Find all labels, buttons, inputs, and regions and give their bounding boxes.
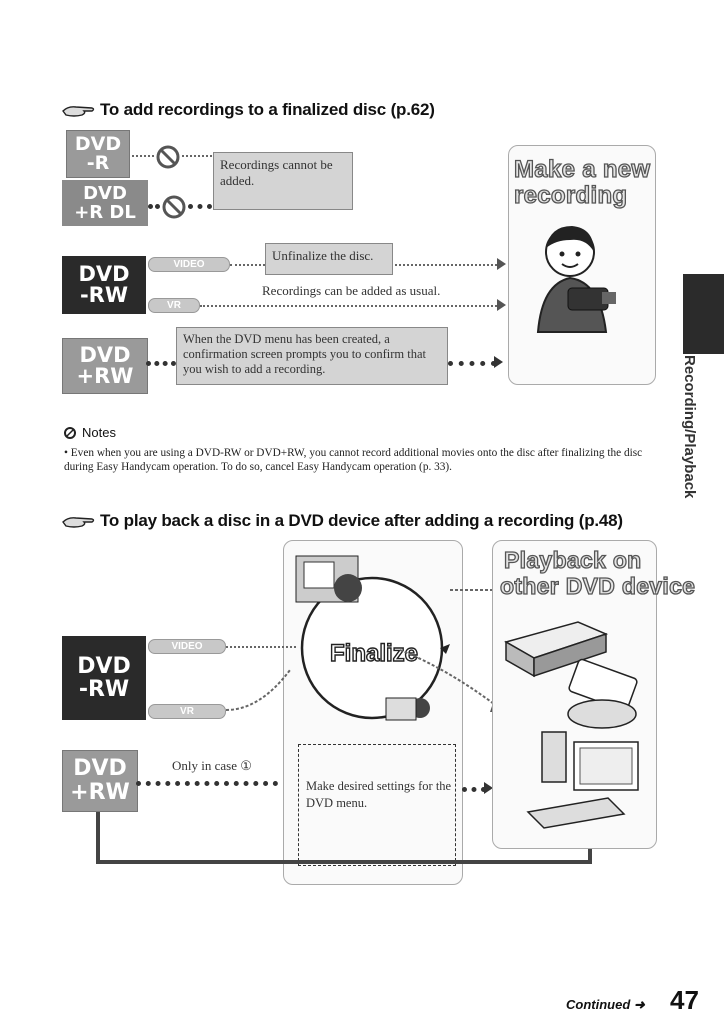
dvd-r-dl-badge: DVD+R DL	[62, 180, 148, 226]
dvd-plus-rw-badge: DVD+RW	[62, 338, 148, 394]
connector-line	[146, 361, 176, 366]
video-mode-pill: VIDEO	[148, 257, 230, 272]
connector-line	[136, 781, 278, 786]
connector-line	[132, 155, 154, 157]
notes-text: • Even when you are using a DVD-RW or DV…	[64, 447, 643, 473]
finalize-disc-illustration	[295, 555, 450, 721]
section-heading-text: To play back a disc in a DVD device afte…	[100, 511, 623, 530]
continued-text: Continued	[566, 997, 631, 1012]
panel-title-line2: other DVD device	[499, 573, 696, 599]
arrow-right-icon	[494, 356, 503, 368]
connector-line	[182, 155, 212, 157]
vr-mode-pill: VR	[148, 298, 200, 313]
arrow-right-icon	[497, 299, 506, 311]
prohibited-icon	[162, 195, 186, 219]
continued-arrow-icon: ➜	[633, 997, 645, 1012]
connector-line	[230, 264, 265, 266]
unfinalize-box: Unfinalize the disc.	[265, 243, 393, 275]
side-tab-label: Recording/Playback	[681, 355, 698, 499]
panel-title-line1: Playback on	[503, 547, 642, 573]
connector-line	[462, 787, 486, 792]
prohibited-icon	[156, 145, 180, 169]
dvd-rw-badge: DVD-RW	[62, 636, 146, 720]
page-number: 47	[670, 985, 699, 1015]
dvd-rw-badge: DVD-RW	[62, 256, 146, 314]
vr-mode-pill: VR	[148, 704, 226, 719]
panel-title-line1: Make a new	[513, 156, 651, 183]
finalize-label: Finalize	[329, 639, 419, 667]
notes-icon	[64, 426, 76, 439]
flow-arc-arrows	[225, 584, 504, 712]
connector-line	[395, 264, 497, 266]
hand-pointer-icon	[62, 517, 95, 528]
section-heading-play-back: To play back a disc in a DVD device afte…	[62, 511, 623, 531]
can-add-text: Recordings can be added as usual.	[262, 283, 441, 298]
only-in-case-text: Only in case ①	[172, 758, 252, 773]
side-tab-marker	[683, 274, 724, 354]
arrow-right-icon	[497, 258, 506, 270]
cannot-add-box: Recordings cannot be added.	[213, 152, 353, 210]
menu-settings-text: Make desired settings for the DVD menu.	[306, 779, 452, 810]
video-mode-pill: VIDEO	[148, 639, 226, 654]
notes-title: Notes	[82, 425, 116, 440]
notes-heading: Notes	[64, 425, 116, 440]
section-heading-text: To add recordings to a finalized disc (p…	[100, 100, 435, 119]
panel-title-line2: recording	[513, 182, 628, 209]
menu-created-text: When the DVD menu has been created, a co…	[183, 332, 426, 376]
dvd-plus-rw-badge: DVD+RW	[62, 750, 138, 812]
hand-pointer-icon	[62, 106, 95, 117]
dvd-devices-illustration	[504, 621, 639, 829]
cannot-add-text: Recordings cannot be added.	[220, 157, 333, 188]
loop-line-bottom	[96, 860, 592, 864]
arrow-right-icon	[484, 782, 493, 794]
menu-created-box: When the DVD menu has been created, a co…	[176, 327, 448, 385]
section-heading-add-recordings: To add recordings to a finalized disc (p…	[62, 100, 435, 120]
connector-line	[200, 305, 497, 307]
continued-label: Continued ➜	[566, 997, 645, 1013]
person-with-camcorder-icon	[536, 226, 616, 333]
dashed-settings-box	[298, 744, 456, 866]
connector-line	[148, 204, 160, 209]
loop-line-left	[96, 812, 100, 860]
connector-line	[188, 204, 212, 209]
dvd-r-badge: DVD-R	[66, 130, 130, 178]
connector-line	[448, 361, 496, 366]
connector-line	[226, 646, 296, 648]
unfinalize-text: Unfinalize the disc.	[272, 248, 374, 263]
loop-line-right	[588, 848, 592, 864]
